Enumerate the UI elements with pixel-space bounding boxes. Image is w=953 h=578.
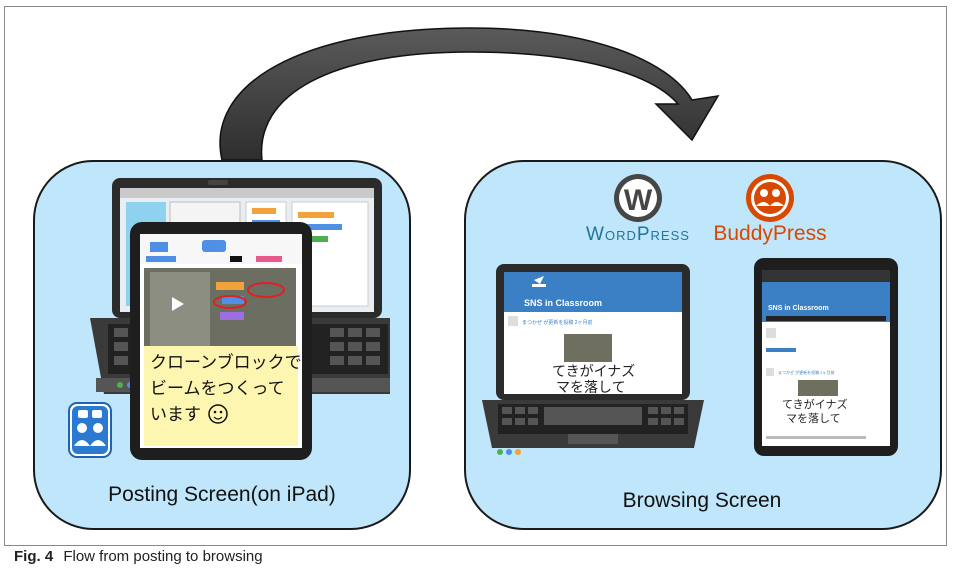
buddypress-logo: BuddyPress [713,174,827,245]
svg-text:W: W [624,184,653,217]
browsing-laptop: SNS in Classroom まつかぜ が更新を投稿 2ヶ月前 てきがイナズ… [482,264,704,455]
figure-caption-text: Flow from posting to browsing [63,548,263,565]
flow-arrow-body [219,27,720,161]
browsing-panel-label: Browsing Screen [622,489,782,512]
buddypress-wordmark: BuddyPress [713,222,826,245]
tablet-site-title: SNS in Classroom [768,305,829,312]
ipad-note-line2: ビームをつくって [150,379,285,399]
figure-caption: Fig. 4 Flow from posting to browsing [14,548,263,565]
smiley-icon [208,404,228,424]
tablet-handwriting-line1: てきがイナズ [782,397,847,411]
posting-panel-label: Posting Screen(on iPad) [108,483,336,506]
laptop-handwriting-line1: てきがイナズ [552,364,635,380]
wordpress-wordmark: WordPress [586,224,690,245]
app-icon [68,402,112,458]
tablet-post-header: まつかぜ が更新を投稿 2ヶ月前 [778,369,834,375]
tablet-handwriting-line2: マを落して [786,412,841,425]
laptop-post-header: まつかぜ が更新を投稿 2ヶ月前 [522,319,593,326]
figure-caption-label: Fig. 4 [14,548,54,565]
ipad-note-line3: います [150,405,201,425]
browsing-tablet: SNS in Classroom まつかぜ が更新を投稿 2ヶ月前 てきがイナズ… [754,258,898,456]
wordpress-logo: W WordPress [586,174,690,245]
posting-devices: クローンブロックで ビームをつくって います [90,178,390,460]
laptop-site-title: SNS in Classroom [524,298,602,308]
laptop-handwriting-line2: マを落して [556,380,626,396]
front-ipad: クローンブロックで ビームをつくって います [130,222,312,460]
ipad-note-line1: クローンブロックで [150,352,302,373]
